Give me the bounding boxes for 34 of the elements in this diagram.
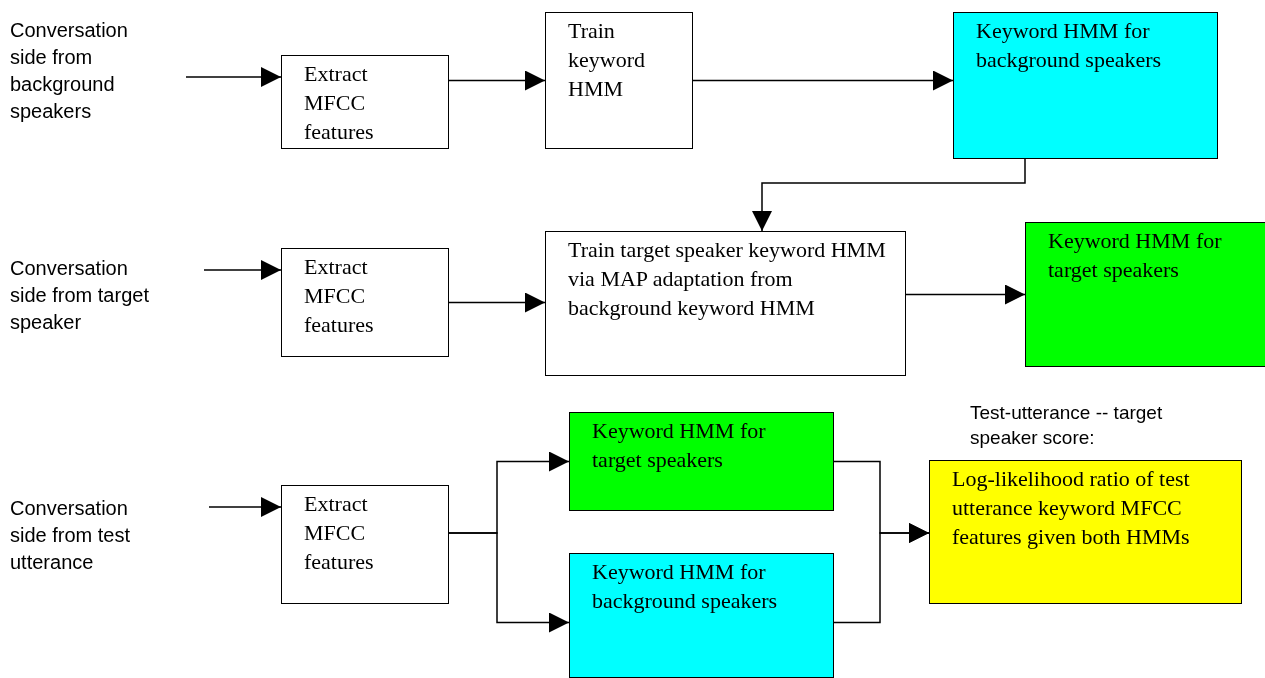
box-text: Keyword HMM for target speakers: [1048, 227, 1223, 284]
box-text: Extract MFCC features: [304, 253, 375, 339]
arrow: [448, 292, 546, 313]
model-box: [1025, 222, 1265, 367]
box-text: Log-likelihood ratio of test utterance keyword MFCC features given both HMMs: [952, 465, 1191, 551]
model-box: [569, 412, 834, 511]
box-text: Extract MFCC features: [304, 490, 375, 576]
arrow: [208, 497, 282, 517]
model-box: [929, 460, 1242, 604]
model-box: [569, 553, 834, 678]
box-text: Train target speaker keyword HMM via MAP adaptation from background keyword HMM: [568, 236, 887, 322]
input-label: Conversation side from target speaker: [10, 255, 160, 337]
arrow: [692, 70, 954, 91]
box-text: Extract MFCC features: [304, 60, 375, 146]
arrow: [448, 70, 546, 91]
process-box: [545, 12, 693, 149]
box-text: Keyword HMM for background speakers: [976, 17, 1163, 74]
arrow: [448, 532, 570, 633]
process-box: [281, 485, 449, 604]
process-box: [281, 248, 449, 357]
box-text: Train keyword HMM: [568, 17, 646, 103]
process-box: [545, 231, 906, 376]
arrow: [203, 260, 282, 280]
input-label: Conversation side from test utterance: [10, 495, 165, 577]
process-box: [281, 55, 449, 149]
box-text: Keyword HMM for target speakers: [592, 417, 767, 474]
score-heading: Test-utterance -- target speaker score:: [970, 401, 1164, 450]
input-label: Conversation side from background speakers: [10, 17, 142, 127]
box-text: Keyword HMM for background speakers: [592, 558, 779, 615]
model-box: [953, 12, 1218, 159]
arrow: [905, 284, 1026, 305]
arrow: [185, 67, 282, 87]
arrow: [752, 158, 1026, 232]
arrow: [833, 523, 930, 624]
